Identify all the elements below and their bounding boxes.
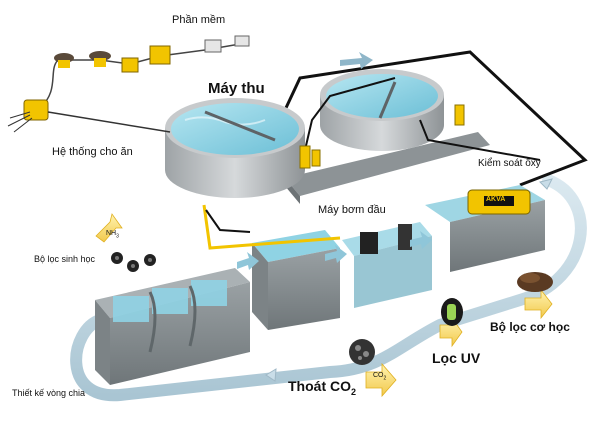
loop-flow-arrow bbox=[539, 178, 553, 190]
oxygen-unit bbox=[425, 185, 545, 272]
loop-flow-arrow bbox=[265, 368, 277, 382]
feeder-device bbox=[89, 51, 111, 67]
flow-arrow bbox=[410, 231, 432, 249]
uv-lamp-icon bbox=[441, 298, 463, 326]
pipe-yellow bbox=[202, 204, 341, 250]
control-unit bbox=[149, 45, 171, 65]
feed-cable bbox=[39, 43, 241, 109]
nh3-label: NH3 bbox=[106, 230, 119, 239]
oxygen-control-label: Kiểm soát ôxy bbox=[478, 158, 541, 169]
left-tank bbox=[165, 98, 305, 198]
mech-filter-arrow bbox=[524, 288, 553, 320]
nh3-sub: 3 bbox=[116, 233, 119, 240]
pump-unit bbox=[342, 222, 432, 308]
oxygen-unit-badge bbox=[484, 196, 514, 206]
feed-line bbox=[47, 111, 171, 133]
oxygen-sensor bbox=[454, 104, 465, 126]
bio-media-icon bbox=[111, 252, 156, 272]
right-tank bbox=[320, 69, 444, 151]
computer-icon bbox=[204, 39, 222, 53]
bio-filter-unit bbox=[95, 268, 250, 385]
flow-arrow bbox=[237, 252, 259, 270]
oxygen-unit-brand: AKVA bbox=[486, 196, 506, 203]
uv-filter-label: Lọc UV bbox=[432, 350, 481, 366]
co2-removal-sub: 2 bbox=[351, 386, 357, 397]
circulation-loop bbox=[70, 174, 587, 402]
receiver-label: Máy thu bbox=[208, 80, 265, 97]
water-flow-arrow bbox=[340, 52, 373, 69]
bio-filter-label: Bộ lọc sinh học bbox=[34, 254, 96, 264]
oxygen-sensor bbox=[311, 149, 321, 167]
control-unit bbox=[121, 57, 139, 73]
feeding-hub bbox=[7, 99, 49, 133]
oxygen-sensor bbox=[299, 145, 311, 169]
flow-arrow bbox=[325, 245, 347, 263]
co2-media-icon bbox=[349, 339, 375, 365]
co2-arrow-main: CO bbox=[373, 372, 384, 379]
co2-arrow bbox=[365, 362, 397, 398]
co2-arrow-label: CO2 bbox=[373, 372, 386, 381]
co2-arrow-sub: 2 bbox=[383, 375, 387, 382]
tank-platform bbox=[285, 132, 490, 196]
nh3-arrow bbox=[95, 213, 123, 243]
loop-design-label: Thiết kế vòng chia bbox=[12, 388, 86, 398]
sensor-cable bbox=[304, 77, 396, 151]
mech-filter-label: Bộ lọc cơ học bbox=[490, 320, 570, 334]
co2-removal-main: Thoát CO bbox=[288, 378, 351, 394]
nh3-main: NH bbox=[106, 230, 117, 237]
feeder-device bbox=[54, 53, 74, 68]
co2-removal-label: Thoát CO2 bbox=[288, 378, 356, 397]
software-label: Phần mềm bbox=[172, 14, 226, 26]
mech-filter-media-icon bbox=[517, 272, 553, 292]
sensor-cable bbox=[419, 119, 541, 161]
head-pump-label: Máy bơm đầu bbox=[318, 204, 386, 216]
computer-icon bbox=[234, 35, 250, 47]
feeding-system-label: Hệ thống cho ăn bbox=[52, 146, 133, 158]
control-cable bbox=[283, 50, 588, 187]
sump-tank bbox=[252, 230, 340, 330]
pipe-black bbox=[205, 209, 251, 233]
